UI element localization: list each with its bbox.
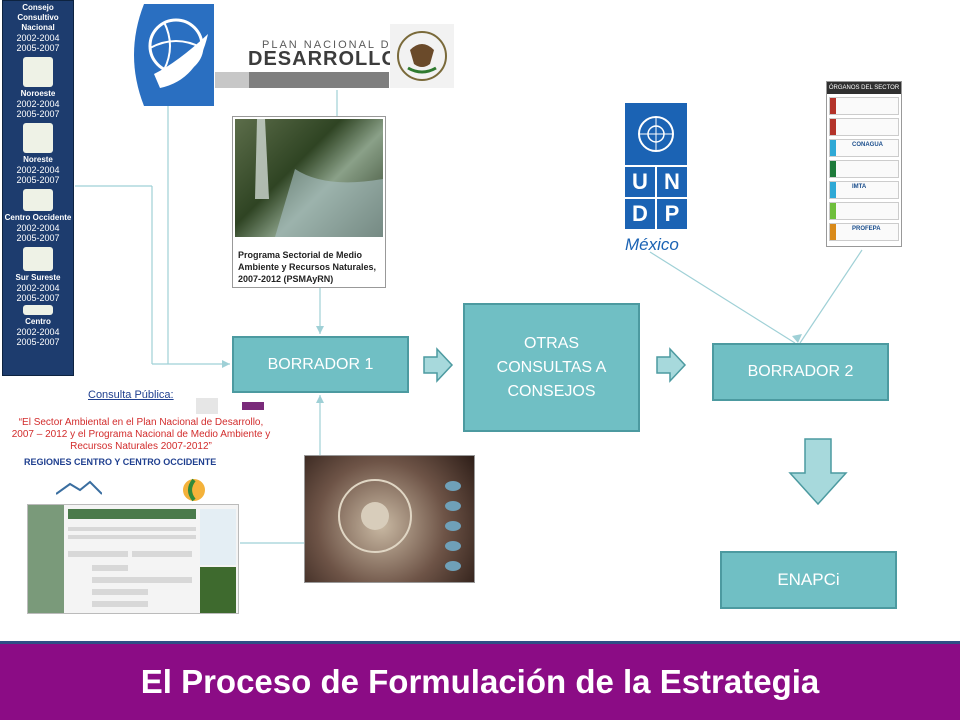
leaf-logo-icon	[183, 478, 205, 502]
undp-letter: D	[625, 199, 655, 229]
mountains-logo-icon	[56, 480, 102, 495]
organo-row	[829, 118, 899, 136]
organo-color-cap	[830, 224, 836, 240]
un-emblem-icon	[625, 103, 687, 165]
region-name-noreste: Noreste	[23, 155, 53, 164]
borrador-2-box: BORRADOR 2	[712, 343, 889, 401]
consulta-form-screenshot	[27, 504, 239, 614]
council-column: Consejo Consultivo Nacional 2002-2004 20…	[2, 0, 74, 376]
council-years-2: 2005-2007	[16, 43, 60, 53]
region-name-sur-sureste: Sur Sureste	[15, 273, 61, 282]
enapci-box: ENAPCi	[720, 551, 897, 609]
consulta-title: “El Sector Ambiental en el Plan Nacional…	[11, 417, 271, 452]
organo-color-cap	[830, 119, 836, 135]
plan-nacional-top: PLAN NACIONAL DE	[262, 39, 400, 51]
organos-del-sector-panel: ÓRGANOS DEL SECTOR CONAGUA IMTA PROFEPA	[826, 81, 902, 247]
consulta-publica-link[interactable]: Consulta Pública:	[88, 389, 174, 401]
organos-header: ÓRGANOS DEL SECTOR	[827, 82, 901, 94]
organo-color-cap	[830, 203, 836, 219]
region-years: 2005-2007	[16, 337, 60, 347]
organo-label: CONAGUA	[852, 142, 883, 148]
organo-row: CONAGUA	[829, 139, 899, 157]
otras-consultas-box: OTRAS CONSULTAS A CONSEJOS	[463, 303, 640, 432]
arrowhead-b2-top	[792, 334, 802, 343]
region-years: 2002-2004	[16, 283, 60, 293]
organo-color-cap	[830, 140, 836, 156]
plan-bar	[249, 72, 389, 88]
undp-letter: P	[657, 199, 687, 229]
organo-color-cap	[830, 161, 836, 177]
block-arrow-right-2	[656, 347, 687, 383]
consulta-regions: REGIONES CENTRO Y CENTRO OCCIDENTE	[24, 457, 217, 467]
organo-row: IMTA	[829, 181, 899, 199]
mexico-seal-icon	[390, 24, 454, 88]
region-years: 2002-2004	[16, 99, 60, 109]
organo-row	[829, 97, 899, 115]
dove-logo-icon	[134, 4, 214, 106]
psmayrn-title: Programa Sectorial de Medio Ambiente y R…	[238, 250, 377, 284]
organo-row	[829, 202, 899, 220]
undp-country: México	[625, 235, 679, 254]
council-years-1: 2002-2004	[16, 33, 60, 43]
block-arrow-right-1	[423, 347, 454, 383]
semarnat-logo-icon	[196, 398, 264, 414]
block-arrow-down	[788, 438, 848, 506]
organo-label: PROFEPA	[852, 226, 881, 232]
organo-color-cap	[830, 98, 836, 114]
region-name-noroeste: Noroeste	[20, 89, 56, 98]
title-bar: El Proceso de Formulación de la Estrateg…	[0, 641, 960, 720]
arrowhead-b1-top	[316, 326, 324, 334]
borrador-1-box: BORRADOR 1	[232, 336, 409, 393]
region-name-centro: Centro	[25, 317, 51, 326]
undp-letter: N	[657, 167, 687, 197]
book-cover-2006	[304, 455, 475, 583]
organo-row: PROFEPA	[829, 223, 899, 241]
centro-logo	[23, 305, 53, 315]
noreste-logo	[23, 123, 53, 153]
undp-letter: U	[625, 167, 655, 197]
council-title-2: Consultivo	[17, 13, 59, 22]
council-title-1: Consejo	[22, 3, 54, 12]
plan-bar-light	[215, 72, 249, 88]
region-years: 2002-2004	[16, 327, 60, 337]
line-org-to-b2	[799, 249, 863, 344]
undp-logo: U N D P México	[625, 103, 687, 278]
noroeste-logo	[23, 57, 53, 87]
page-title: El Proceso de Formulación de la Estrateg…	[140, 663, 820, 700]
council-title-3: Nacional	[21, 23, 55, 32]
centro-occidente-logo	[23, 189, 53, 211]
region-years: 2005-2007	[16, 109, 60, 119]
arrowhead-b1-left	[222, 360, 230, 368]
region-years: 2002-2004	[16, 223, 60, 233]
region-years: 2005-2007	[16, 175, 60, 185]
plan-nacional-main: DESARROLLO	[248, 48, 398, 70]
region-name-centro-occidente: Centro Occidente	[4, 213, 72, 222]
line-undp-to-b2	[649, 251, 796, 344]
region-years: 2005-2007	[16, 293, 60, 303]
organo-label: IMTA	[852, 184, 867, 190]
sur-sureste-logo	[23, 247, 53, 271]
organo-color-cap	[830, 182, 836, 198]
arrowhead-b1-bottom	[316, 395, 324, 403]
waterfall-photo	[235, 119, 383, 237]
organo-row	[829, 160, 899, 178]
region-years: 2005-2007	[16, 233, 60, 243]
psmayrn-cover: Programa Sectorial de Medio Ambiente y R…	[232, 116, 386, 288]
region-years: 2002-2004	[16, 165, 60, 175]
